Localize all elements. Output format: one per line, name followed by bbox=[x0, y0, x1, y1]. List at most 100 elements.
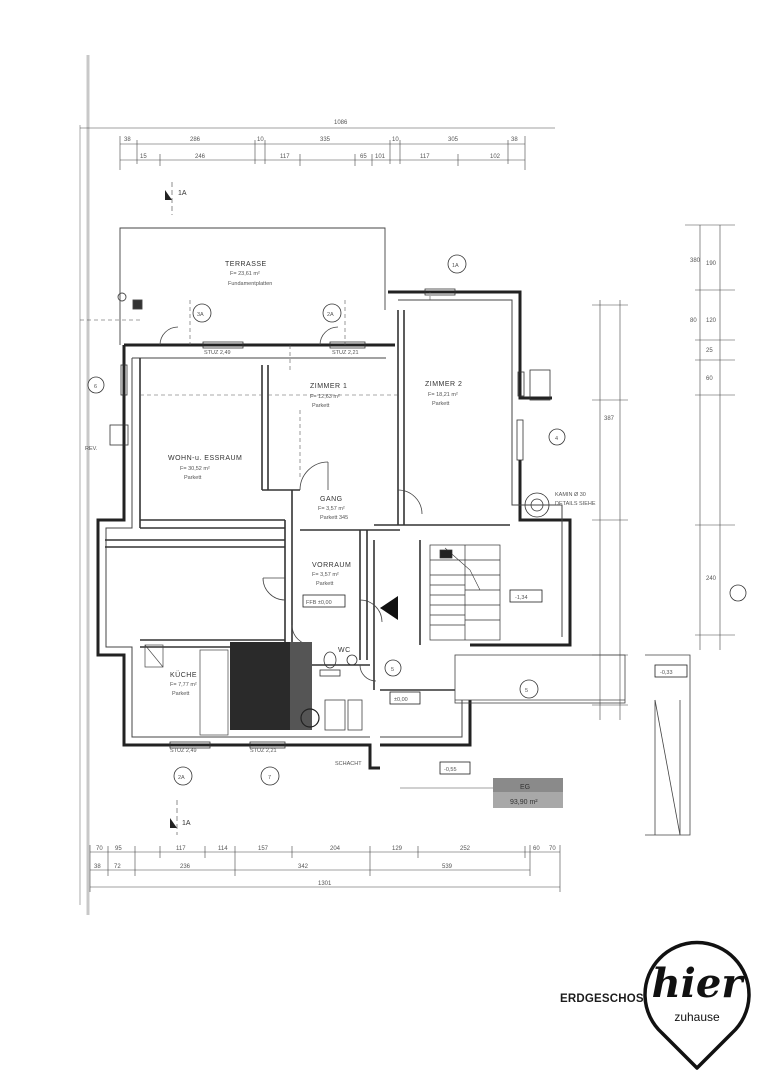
svg-text:2A: 2A bbox=[327, 312, 334, 318]
level-markers: FFB ±0,00 ±0,00 -1,34 -0,33 -0,55 bbox=[302, 589, 688, 775]
svg-text:SCHACHT: SCHACHT bbox=[335, 761, 362, 767]
right-dimension-chains bbox=[592, 224, 735, 720]
top-dimension-chains bbox=[80, 127, 555, 170]
svg-text:38: 38 bbox=[511, 137, 518, 143]
level-m033: -0,33 bbox=[660, 670, 673, 676]
svg-text:REV.: REV. bbox=[85, 446, 98, 452]
wc-fixtures bbox=[319, 651, 358, 677]
svg-text:236: 236 bbox=[180, 864, 191, 870]
location-pin-icon bbox=[643, 940, 751, 1070]
room-zimmer2-area: F= 18,21 m² bbox=[428, 392, 458, 398]
svg-text:204: 204 bbox=[330, 846, 341, 852]
svg-text:157: 157 bbox=[258, 846, 269, 852]
section-marker-bottom: 1A bbox=[170, 800, 191, 835]
right-dim-labels: 380 190 80 120 25 60 240 387 bbox=[604, 258, 717, 582]
room-terrasse-floor: Fundamentplatten bbox=[228, 281, 272, 287]
svg-text:5: 5 bbox=[525, 688, 528, 694]
total-width-bottom: 1301 bbox=[318, 881, 332, 887]
svg-text:38: 38 bbox=[124, 137, 131, 143]
chimney bbox=[109, 369, 551, 518]
svg-text:3A: 3A bbox=[197, 312, 204, 318]
svg-text:KAMIN Ø 30: KAMIN Ø 30 bbox=[555, 492, 586, 498]
svg-text:1A: 1A bbox=[178, 190, 187, 197]
svg-text:DETAILS SIEHE: DETAILS SIEHE bbox=[555, 501, 596, 507]
svg-text:72: 72 bbox=[114, 864, 121, 870]
svg-text:117: 117 bbox=[280, 154, 290, 160]
svg-text:STUZ 2,49: STUZ 2,49 bbox=[204, 350, 231, 356]
svg-text:2A: 2A bbox=[178, 775, 185, 781]
section-circle-labels: 1A 3A 2A 6 4 5 5 2A 7 bbox=[94, 263, 558, 781]
svg-text:117: 117 bbox=[176, 846, 186, 852]
room-kueche-name: KÜCHE bbox=[170, 671, 197, 679]
section-circles bbox=[87, 254, 747, 786]
entrance-ramp bbox=[454, 654, 691, 836]
svg-text:7: 7 bbox=[268, 775, 271, 781]
room-vorraum-floor: Parkett bbox=[316, 581, 334, 587]
area-box-label: EG bbox=[520, 784, 530, 791]
room-terrasse-name: TERRASSE bbox=[225, 261, 267, 268]
svg-text:80: 80 bbox=[690, 318, 697, 324]
terrace-area bbox=[80, 227, 386, 345]
svg-text:246: 246 bbox=[195, 154, 206, 160]
svg-text:101: 101 bbox=[375, 154, 386, 160]
staircase bbox=[429, 544, 501, 641]
svg-text:190: 190 bbox=[706, 261, 717, 267]
level-000: ±0,00 bbox=[394, 697, 408, 703]
room-zimmer1-floor: Parkett bbox=[312, 403, 330, 409]
bottom-dimension-chains bbox=[89, 845, 561, 892]
room-wohn-area: F= 30,52 m² bbox=[180, 466, 210, 472]
room-gang-floor: Parkett 345 bbox=[320, 515, 348, 521]
svg-text:252: 252 bbox=[460, 846, 471, 852]
door-swings bbox=[159, 326, 423, 682]
svg-text:38: 38 bbox=[94, 864, 101, 870]
section-marker-top: 1A bbox=[165, 182, 187, 215]
svg-text:120: 120 bbox=[706, 318, 717, 324]
area-box: EG 93,90 m² bbox=[400, 778, 563, 808]
interior-dashed-lines bbox=[140, 292, 431, 480]
top-dim-row1: 38 286 10 335 10 305 38 bbox=[124, 137, 518, 143]
svg-text:65: 65 bbox=[360, 154, 367, 160]
area-box-value: 93,90 m² bbox=[510, 799, 538, 806]
svg-text:5: 5 bbox=[391, 667, 394, 673]
svg-text:6: 6 bbox=[94, 384, 97, 390]
svg-text:1A: 1A bbox=[182, 820, 191, 827]
level-m055: -0,55 bbox=[444, 767, 457, 773]
svg-text:380: 380 bbox=[690, 258, 701, 264]
hier-zuhause-logo: hier zuhause bbox=[643, 940, 751, 1070]
room-gang-area: F= 3,57 m² bbox=[318, 506, 345, 512]
svg-text:60: 60 bbox=[533, 846, 540, 852]
room-kueche-floor: Parkett bbox=[172, 691, 190, 697]
room-vorraum-name: VORRAUM bbox=[312, 562, 351, 569]
room-zimmer1-area: F= 12,63 m² bbox=[310, 394, 340, 400]
floor-caption: ERDGESCHOSS bbox=[560, 993, 652, 1005]
svg-text:117: 117 bbox=[420, 154, 430, 160]
plan-notes: STUZ 2,49 STUZ 2,21 STUZ 2,49 STUZ 2,21 … bbox=[85, 350, 596, 767]
room-wohn-floor: Parkett bbox=[184, 475, 202, 481]
level-m134: -1,34 bbox=[515, 595, 528, 601]
svg-text:4: 4 bbox=[555, 436, 558, 442]
bottom-dim-row2: 38 72 236 342 539 bbox=[94, 864, 453, 870]
svg-text:286: 286 bbox=[190, 137, 201, 143]
room-vorraum-area: F= 3,57 m² bbox=[312, 572, 339, 578]
svg-text:335: 335 bbox=[320, 137, 331, 143]
svg-text:539: 539 bbox=[442, 864, 453, 870]
svg-text:STUZ 2,49: STUZ 2,49 bbox=[170, 748, 197, 754]
room-wohn-name: WOHN-u. ESSRAUM bbox=[168, 455, 242, 462]
svg-text:60: 60 bbox=[706, 376, 713, 382]
room-gang-name: GANG bbox=[320, 496, 343, 503]
svg-text:114: 114 bbox=[218, 846, 228, 852]
svg-text:10: 10 bbox=[392, 137, 399, 143]
svg-text:15: 15 bbox=[140, 154, 147, 160]
svg-text:387: 387 bbox=[604, 416, 615, 422]
svg-text:102: 102 bbox=[490, 154, 501, 160]
svg-text:342: 342 bbox=[298, 864, 309, 870]
svg-text:STUZ 2,21: STUZ 2,21 bbox=[332, 350, 359, 356]
room-zimmer2-floor: Parkett bbox=[432, 401, 450, 407]
logo-sub: zuhause bbox=[674, 1010, 720, 1024]
svg-text:95: 95 bbox=[115, 846, 122, 852]
svg-text:25: 25 bbox=[706, 348, 713, 354]
svg-text:70: 70 bbox=[549, 846, 556, 852]
outer-walls-inner-line bbox=[105, 299, 563, 738]
level-ffb: FFB ±0,00 bbox=[306, 600, 332, 606]
